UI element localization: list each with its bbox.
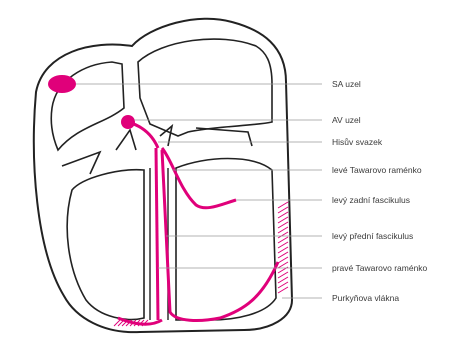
purkinje-fiber xyxy=(278,212,288,218)
purkinje-fiber xyxy=(278,262,288,268)
purkinje-fiber xyxy=(278,287,288,293)
label-purkynova-vlakna: Purkyňova vlákna xyxy=(332,293,399,303)
purkinje-fibers xyxy=(114,202,288,326)
label-levy-zadni-fascikulus: levý zadní fascikulus xyxy=(332,195,410,205)
purkinje-fiber xyxy=(278,247,288,253)
left-ventricle-outline xyxy=(176,159,276,321)
label-sa-uzel: SA uzel xyxy=(332,79,361,89)
purkinje-fiber xyxy=(278,272,288,278)
left-valve-right xyxy=(196,128,252,146)
purkinje-fiber xyxy=(278,257,288,263)
purkinje-fiber xyxy=(278,222,288,228)
label-levy-predni-fascikulus: levý přední fascikulus xyxy=(332,231,413,241)
right-bundle-branch xyxy=(156,148,158,320)
label-prave-tawarovo-ramenko: pravé Tawarovo raménko xyxy=(332,263,428,273)
purkinje-fiber xyxy=(278,207,288,213)
purkinje-fiber xyxy=(278,227,288,233)
right-valve-right xyxy=(116,130,136,150)
label-hisuv-svazek: Hisův svazek xyxy=(332,137,383,147)
sa-node xyxy=(48,75,76,93)
purkinje-fiber xyxy=(278,202,288,208)
purkinje-fiber xyxy=(278,237,288,243)
purkinje-fiber xyxy=(278,277,288,283)
purkinje-fiber xyxy=(278,282,288,288)
purkinje-fiber xyxy=(278,232,288,238)
left-anterior-fascicle xyxy=(162,150,278,320)
left-atrium-outline xyxy=(138,39,272,136)
purkinje-fiber xyxy=(278,252,288,258)
left-bundle-branch xyxy=(162,148,236,208)
label-leve-tawarovo-ramenko: levé Tawarovo raménko xyxy=(332,165,422,175)
right-valve-left xyxy=(62,152,100,174)
purkinje-fiber xyxy=(278,217,288,223)
purkinje-fiber xyxy=(278,242,288,248)
label-av-uzel: AV uzel xyxy=(332,115,361,125)
right-ventricle-outline xyxy=(67,170,144,320)
